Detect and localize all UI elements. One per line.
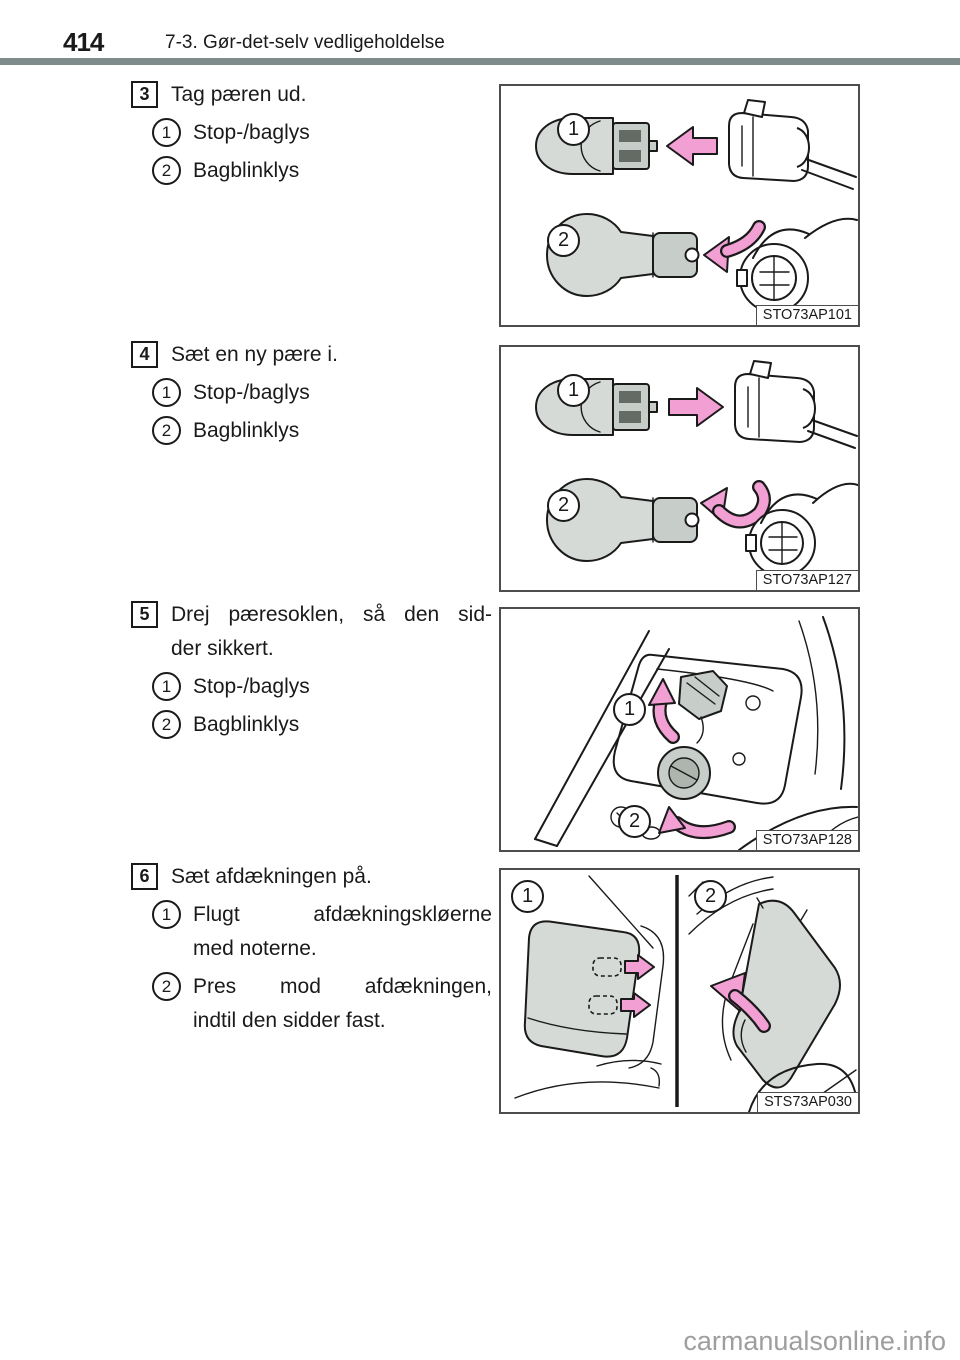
step-number-badge: 5 [131, 601, 158, 628]
figure-label: STO73AP101 [755, 305, 859, 326]
list-item: 2 Bagblinklys [130, 708, 492, 742]
list-item: 2 Bagblinklys [130, 154, 492, 188]
arrow-right-icon [624, 954, 655, 980]
figure-callout-1: 1 [557, 374, 590, 407]
list-item-text: Flugt afdækningskløerne [193, 903, 492, 926]
arrow-right-icon [620, 992, 651, 1018]
figure-callout-2: 2 [618, 805, 651, 838]
arrow-rotate-icon [648, 678, 676, 706]
circled-number: 1 [152, 900, 181, 929]
section-title: 7-3. Gør-det-selv vedligeholdelse [165, 32, 445, 53]
bulb-removal-illustration [535, 99, 858, 313]
figure-label: STS73AP030 [757, 1092, 859, 1113]
step-heading-line: Drej pæresoklen, så den sid- [171, 603, 492, 626]
bulb-insertion-illustration [535, 360, 858, 577]
step-heading-line: Tag pæren ud. [171, 83, 307, 106]
list-item: 2 Pres mod afdækningen, indtil den sidde… [130, 970, 492, 1038]
list-item: 1 Stop-/baglys [130, 670, 492, 704]
list-item-text: Bagblinklys [193, 159, 300, 182]
circled-number: 1 [152, 378, 181, 407]
figure-socket-rotation: 1 2 STO73AP128 [499, 607, 860, 852]
circled-number: 2 [152, 710, 181, 739]
watermark: carmanualsonline.info [683, 1326, 946, 1356]
arrow-rotate-icon [658, 806, 686, 834]
list-item-text: med noterne. [193, 937, 317, 960]
figure-bulb-insertion: 1 2 STO73AP127 [499, 345, 860, 592]
step-5: 5 Drej pæresoklen, så den sid- der sikke… [130, 598, 492, 742]
circled-number: 2 [152, 416, 181, 445]
figure-callout-1: 1 [511, 880, 544, 913]
step-heading-line: der sikkert. [171, 637, 274, 660]
step-number-badge: 3 [131, 81, 158, 108]
circled-number: 2 [152, 972, 181, 1001]
step-3: 3 Tag pæren ud. 1 Stop-/baglys 2 Bagblin… [130, 78, 492, 188]
list-item: 1 Stop-/baglys [130, 376, 492, 410]
figure-label: STO73AP128 [755, 830, 859, 851]
list-item-text: Stop-/baglys [193, 675, 310, 698]
step-number-badge: 6 [131, 863, 158, 890]
step-6: 6 Sæt afdækningen på. 1 Flugt afdæknings… [130, 860, 492, 1038]
step-4: 4 Sæt en ny pære i. 1 Stop-/baglys 2 Bag… [130, 338, 492, 448]
step-number-badge: 4 [131, 341, 158, 368]
circled-number: 1 [152, 118, 181, 147]
header-divider [0, 58, 960, 65]
list-item: 1 Stop-/baglys [130, 116, 492, 150]
list-item-text: Stop-/baglys [193, 381, 310, 404]
list-item-text: indtil den sidder fast. [193, 1009, 386, 1032]
list-item: 1 Flugt afdækningskløerne med noterne. [130, 898, 492, 966]
list-item-text: Bagblinklys [193, 419, 300, 442]
arrow-left-icon [666, 126, 718, 166]
page-number: 414 [63, 27, 104, 57]
figure-callout-2: 2 [547, 489, 580, 522]
figure-cover-installation: 1 2 STS73AP030 [499, 868, 860, 1114]
socket-rotation-illustration [534, 616, 858, 850]
figure-callout-1: 1 [613, 693, 646, 726]
step-heading-line: Sæt en ny pære i. [171, 343, 338, 366]
list-item-text: Stop-/baglys [193, 121, 310, 144]
list-item: 2 Bagblinklys [130, 414, 492, 448]
figure-bulb-removal: 1 2 STO73AP101 [499, 84, 860, 327]
list-item-text: Pres mod afdækningen, [193, 975, 492, 998]
circled-number: 2 [152, 156, 181, 185]
circled-number: 1 [152, 672, 181, 701]
figure-callout-1: 1 [557, 113, 590, 146]
figure-callout-2: 2 [694, 880, 727, 913]
cover-installation-illustration [514, 875, 857, 1112]
step-heading-line: Sæt afdækningen på. [171, 865, 372, 888]
figure-callout-2: 2 [547, 224, 580, 257]
figure-label: STO73AP127 [755, 570, 859, 591]
list-item-text: Bagblinklys [193, 713, 300, 736]
arrow-right-icon [668, 387, 724, 427]
